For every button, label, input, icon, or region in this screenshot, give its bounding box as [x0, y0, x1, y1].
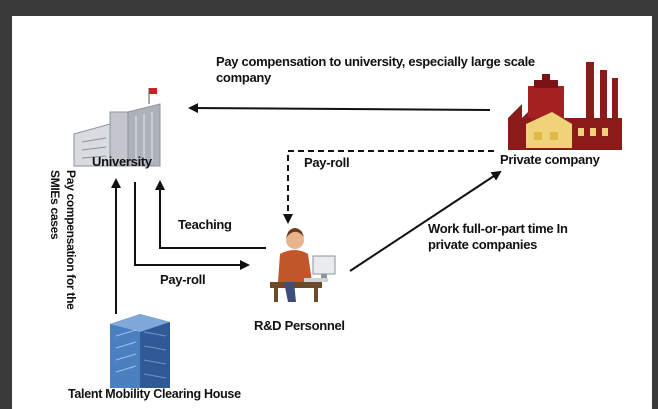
- diagram-graphics: [73, 62, 622, 388]
- person-at-computer-icon: [270, 228, 336, 302]
- edge-label-clearing-house: Pay compensation for the SMIEs cases: [48, 170, 78, 310]
- edge-label-teaching: Teaching: [178, 217, 232, 232]
- diagram-arrows: [111, 103, 502, 314]
- rd-personnel-label: R&D Personnel: [254, 318, 345, 333]
- arrow-company-to-personnel: [283, 150, 494, 224]
- factory-icon: [508, 62, 622, 150]
- edge-label-university-to-personnel: Pay-roll: [160, 272, 206, 287]
- edge-label-company-to-university: Pay compensation to university, especial…: [216, 54, 535, 85]
- private-company-label: Private company: [500, 152, 600, 167]
- clearing-house-label: Talent Mobility Clearing House: [68, 387, 241, 401]
- diagram-canvas: University Private company R&D Personnel…: [12, 16, 652, 409]
- arrow-personnel-to-university: [155, 180, 266, 249]
- arrow-personnel-to-company: [349, 170, 502, 272]
- university-label: University: [92, 154, 152, 169]
- office-tower-icon: [110, 314, 170, 388]
- arrow-university-to-personnel: [134, 182, 250, 270]
- edge-label-company-to-personnel: Pay-roll: [304, 155, 350, 170]
- university-building-icon: [73, 88, 161, 167]
- edge-label-personnel-to-company: Work full-or-part time In private compan…: [428, 221, 568, 252]
- arrow-company-to-university: [188, 103, 491, 114]
